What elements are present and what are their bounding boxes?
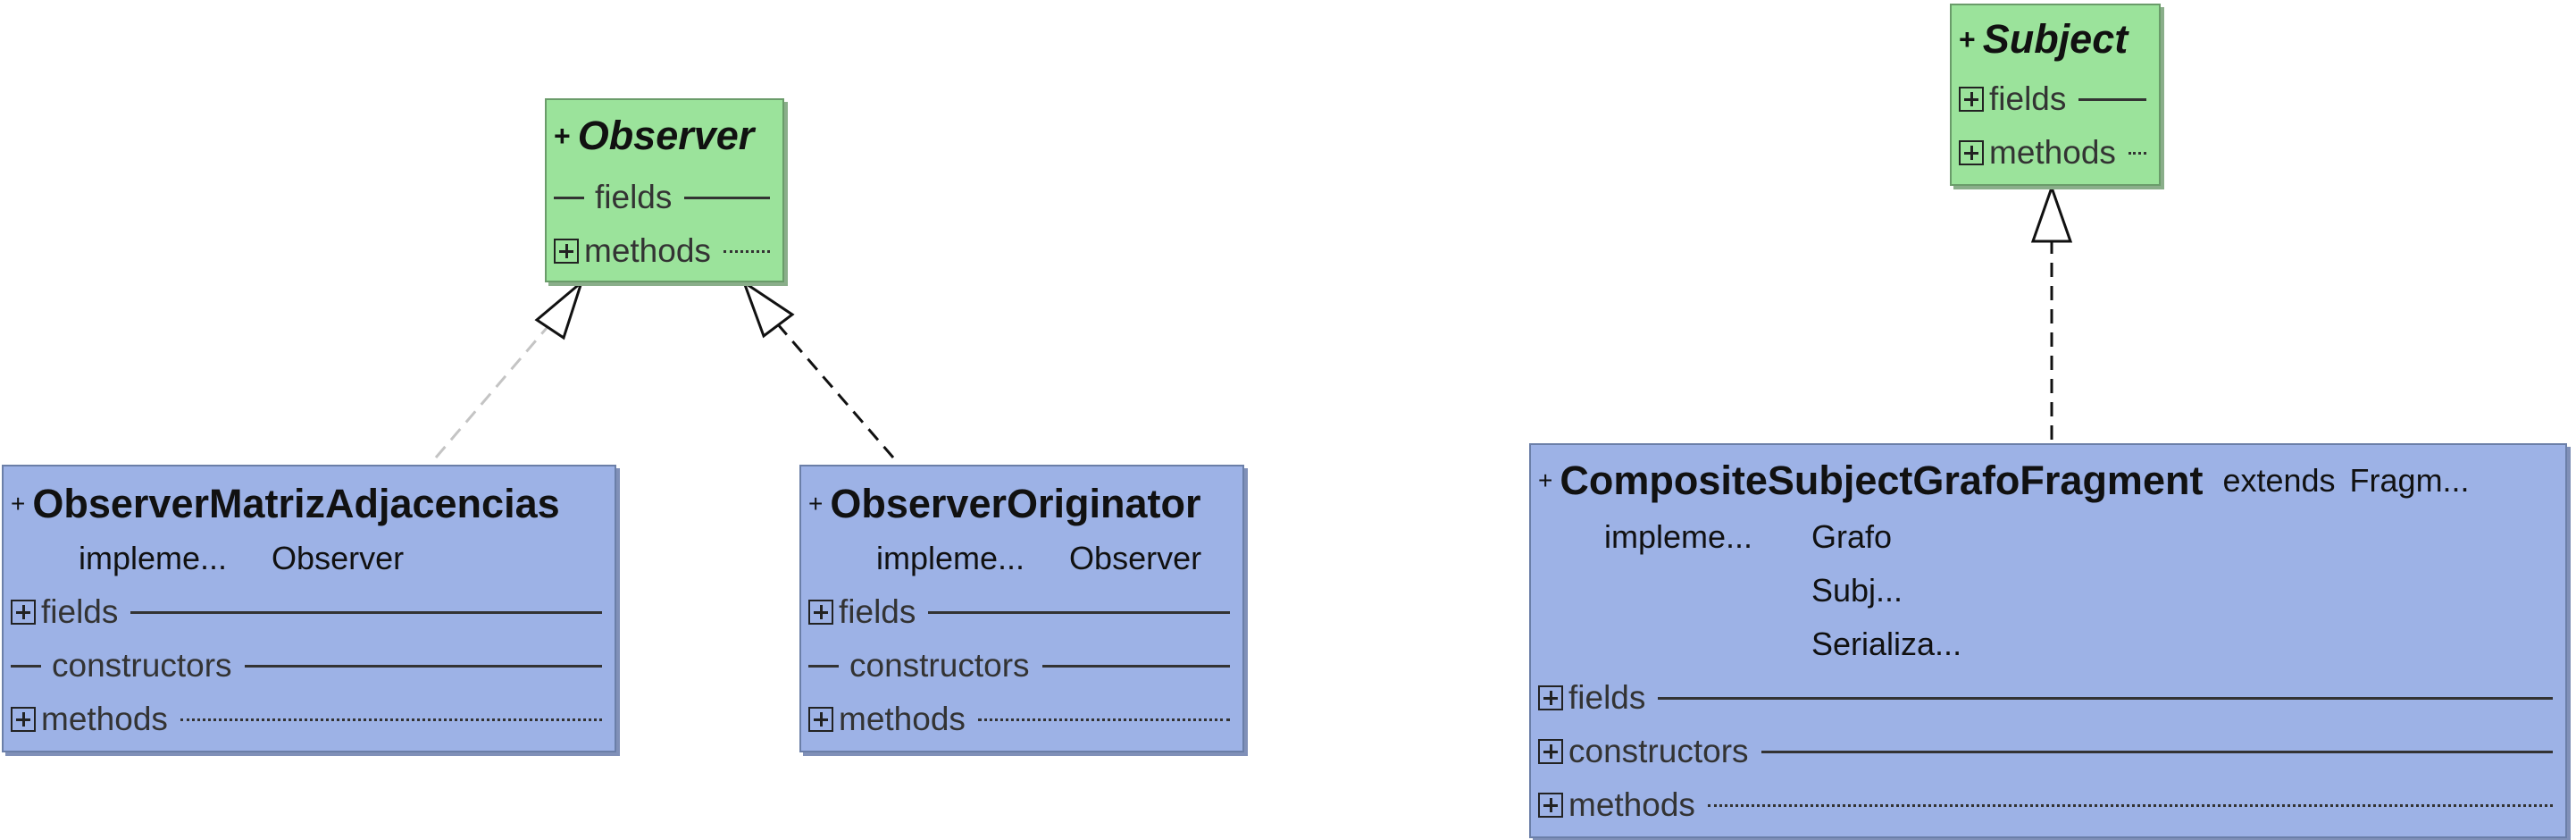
visibility-marker: + <box>808 490 824 517</box>
expand-fields-icon[interactable] <box>808 600 833 625</box>
extended-class: Fragm... <box>2349 462 2470 499</box>
class-name: ObserverMatrizAdjacencias <box>32 481 560 526</box>
expand-methods-icon[interactable] <box>1538 793 1563 818</box>
expand-methods-icon[interactable] <box>554 239 579 264</box>
implements-keyword: impleme... <box>1604 518 1753 555</box>
fields-divider <box>684 196 770 199</box>
visibility-marker: + <box>11 490 26 517</box>
class-subject[interactable]: + Subject fields methods <box>1950 4 2161 186</box>
constructors-divider <box>1041 664 1230 668</box>
expand-fields-icon[interactable] <box>11 600 36 625</box>
collapsed-marker-icon <box>554 196 584 199</box>
implemented-interface: Observer <box>272 540 405 576</box>
constructors-divider <box>244 664 602 668</box>
constructors-label: constructors <box>52 647 232 684</box>
methods-label: methods <box>839 701 966 737</box>
constructors-label: constructors <box>849 647 1030 684</box>
expand-fields-icon[interactable] <box>1538 685 1563 710</box>
fields-label: fields <box>1568 679 1646 716</box>
fields-label: fields <box>595 179 673 215</box>
implemented-interface: Observer <box>1069 540 1202 576</box>
fields-divider <box>2078 97 2146 101</box>
class-name: Subject <box>1982 16 2129 62</box>
visibility-marker: + <box>1959 22 1976 55</box>
arrowhead-matriz-observer <box>534 278 585 340</box>
constructors-divider <box>1761 750 2553 753</box>
class-observer-originator[interactable]: + ObserverOriginator impleme... Observer… <box>799 465 1244 752</box>
visibility-marker: + <box>554 119 571 152</box>
visibility-marker: + <box>1538 466 1553 494</box>
methods-label: methods <box>1989 134 2116 171</box>
methods-divider <box>723 249 770 253</box>
fields-label: fields <box>1989 80 2067 117</box>
fields-divider <box>130 610 602 614</box>
class-observer-matriz-adjacencias[interactable]: + ObserverMatrizAdjacencias impleme... O… <box>2 465 616 752</box>
extends-keyword: extends <box>2222 462 2336 499</box>
collapsed-marker-icon <box>11 664 41 668</box>
expand-methods-icon[interactable] <box>11 707 36 732</box>
methods-label: methods <box>1568 786 1695 823</box>
implements-keyword: impleme... <box>876 540 1025 576</box>
arrowhead-composite-subject <box>2030 183 2073 243</box>
implemented-interface: Serializa... <box>1811 626 1962 662</box>
expand-constructors-icon[interactable] <box>1538 739 1563 764</box>
arrowhead-originator-observer <box>741 279 795 339</box>
implements-keyword: impleme... <box>79 540 228 576</box>
fields-divider <box>1658 696 2553 700</box>
implemented-interface: Grafo <box>1811 518 1893 555</box>
class-observer[interactable]: + Observer fields methods <box>545 98 784 282</box>
class-name: Observer <box>577 113 755 158</box>
constructors-label: constructors <box>1568 733 1749 769</box>
collapsed-marker-icon <box>808 664 839 668</box>
fields-divider <box>928 610 1230 614</box>
methods-divider <box>1707 803 2553 807</box>
edge-originator-observer <box>775 323 895 458</box>
methods-label: methods <box>584 232 711 269</box>
expand-fields-icon[interactable] <box>1959 87 1984 112</box>
fields-label: fields <box>41 593 119 630</box>
edge-matriz-observer <box>434 321 554 458</box>
implemented-interface: Subj... <box>1811 572 1903 609</box>
expand-methods-icon[interactable] <box>1959 140 1984 165</box>
methods-divider <box>2128 151 2146 155</box>
expand-methods-icon[interactable] <box>808 707 833 732</box>
class-composite-subject-grafo-fragment[interactable]: + CompositeSubjectGrafoFragment extends … <box>1529 443 2567 838</box>
class-name: CompositeSubjectGrafoFragment <box>1560 458 2204 503</box>
fields-label: fields <box>839 593 916 630</box>
methods-divider <box>180 718 602 721</box>
methods-label: methods <box>41 701 168 737</box>
class-name: ObserverOriginator <box>830 481 1201 526</box>
methods-divider <box>977 718 1230 721</box>
